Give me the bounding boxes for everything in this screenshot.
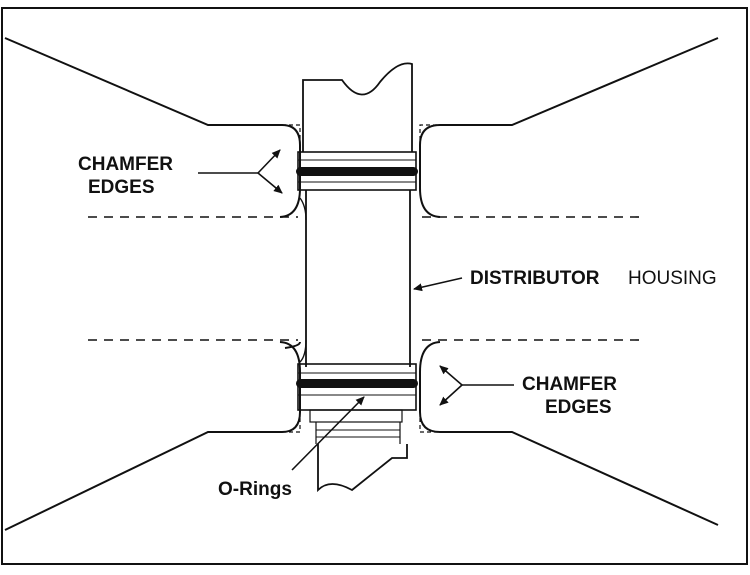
chamfer-corner-guides xyxy=(282,124,438,433)
upper-o-ring xyxy=(296,167,418,176)
distributor-label-light: HOUSING xyxy=(628,268,717,289)
housing-curve-top-left xyxy=(299,197,307,221)
distributor-label-bold: DISTRIBUTOR xyxy=(470,268,600,289)
chamfer-left-label-line2: EDGES xyxy=(88,177,155,198)
dashed-bore-lines xyxy=(88,216,640,341)
distributor-housing-body xyxy=(305,190,411,367)
left-block-outline xyxy=(4,37,301,531)
chamfer-left-label-line1: CHAMFER xyxy=(78,154,173,175)
distributor-shaft-upper xyxy=(302,62,413,152)
o-rings-label: O-Rings xyxy=(218,479,292,500)
housing-curve-bottom-left xyxy=(299,339,307,363)
o-rings-arrow xyxy=(291,396,365,471)
chamfer-right-label-line1: CHAMFER xyxy=(522,374,617,395)
lower-o-ring xyxy=(296,379,418,388)
diagram-frame xyxy=(1,7,748,565)
chamfer-left-arrows xyxy=(198,149,283,194)
chamfer-right-arrows xyxy=(439,365,514,406)
chamfer-right-label-line2: EDGES xyxy=(545,397,612,418)
distributor-housing-arrow xyxy=(413,277,463,292)
distributor-shaft-lower xyxy=(309,409,408,493)
